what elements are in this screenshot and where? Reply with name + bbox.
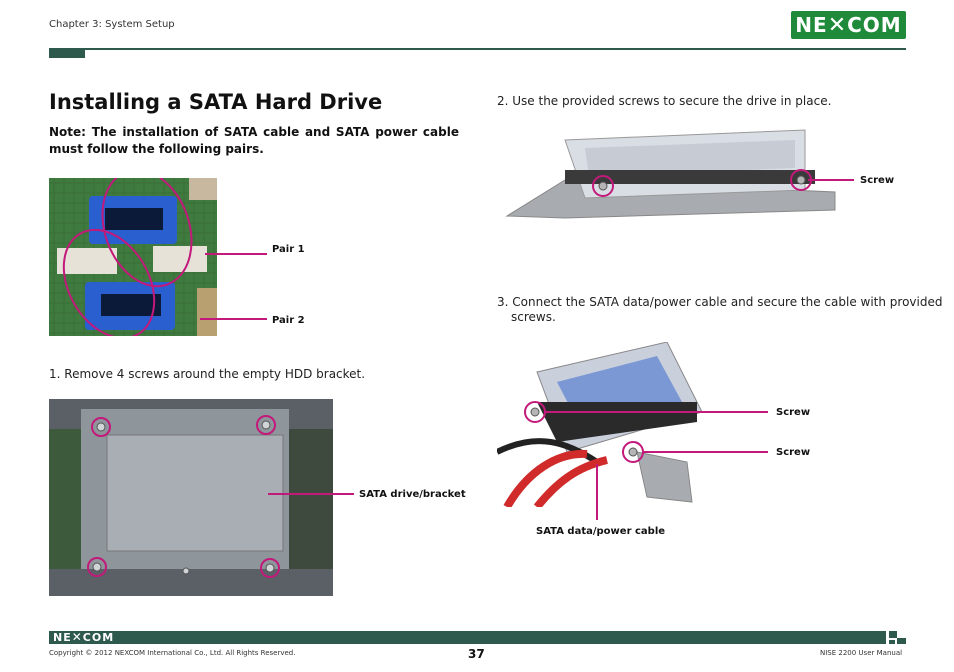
bracket-callout-line	[268, 493, 354, 495]
page-title: Installing a SATA Hard Drive	[49, 90, 383, 114]
step3-screw1-callout-line	[545, 411, 768, 413]
footer-bar	[49, 631, 886, 644]
copyright-text: Copyright © 2012 NEXCOM International Co…	[49, 649, 296, 657]
step2-screw-label: Screw	[860, 175, 895, 186]
pair2-callout-line	[200, 318, 267, 320]
drive-bracket-photo	[505, 129, 836, 219]
pair1-label: Pair 1	[272, 244, 305, 255]
sata-cable-photo	[497, 342, 703, 507]
pair2-label: Pair 2	[272, 315, 305, 326]
page-number: 37	[468, 647, 485, 661]
step1-text: 1. Remove 4 screws around the empty HDD …	[49, 367, 366, 381]
nexcom-logo: NE✕COM	[791, 11, 906, 39]
hdd-bracket-photo	[49, 399, 333, 596]
chapter-heading: Chapter 3: System Setup	[49, 19, 175, 30]
pair1-callout-line	[205, 253, 267, 255]
step2-screw-callout-line	[808, 179, 854, 181]
footer-square	[889, 631, 897, 638]
footer-logo: NE✕COM	[53, 630, 115, 645]
step3-screw2-label: Screw	[776, 447, 811, 458]
header-rule-block	[49, 48, 85, 58]
footer-square	[889, 640, 895, 644]
installation-note: Note: The installation of SATA cable and…	[49, 125, 459, 156]
step2-text: 2. Use the provided screws to secure the…	[497, 94, 832, 108]
footer-square	[897, 638, 906, 644]
step3-screw2-callout-line	[642, 451, 768, 453]
cable-label: SATA data/power cable	[536, 526, 666, 537]
header-rule	[49, 48, 906, 50]
bracket-label: SATA drive/bracket	[359, 489, 466, 500]
sata-pairs-photo	[49, 178, 217, 336]
manual-name: NISE 2200 User Manual	[820, 649, 903, 657]
step3-text-line2: screws.	[511, 310, 556, 324]
step3-screw1-label: Screw	[776, 407, 811, 418]
cable-callout-line	[596, 466, 598, 520]
step3-text-line1: 3. Connect the SATA data/power cable and…	[497, 295, 943, 309]
